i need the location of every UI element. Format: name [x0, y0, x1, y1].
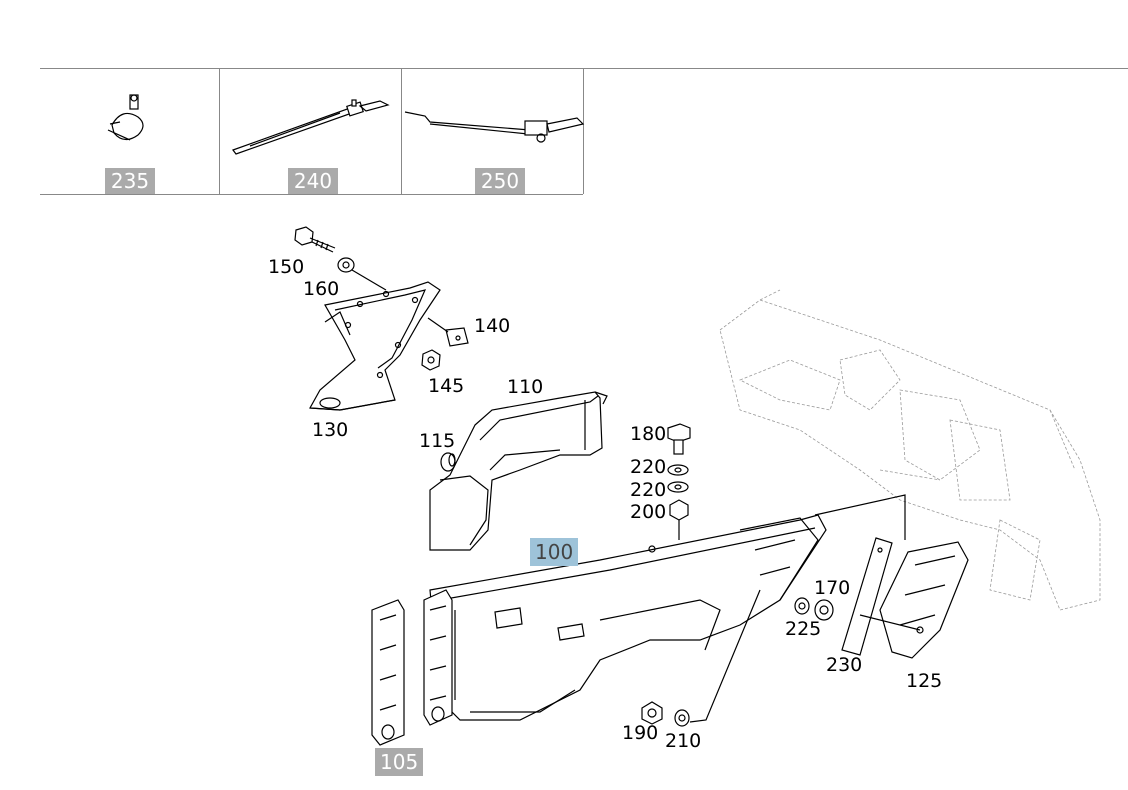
- radiator-support-100: [429, 514, 827, 721]
- thumbnail-235[interactable]: [40, 69, 220, 194]
- clip-nut-140: [427, 317, 469, 347]
- thumbnail-strip-bottom-rule: [40, 194, 583, 195]
- side-bracket-105: [371, 589, 453, 746]
- plug-115: [440, 452, 456, 472]
- callout-140[interactable]: 140: [474, 315, 511, 337]
- hose-clamp-icon: [107, 94, 144, 141]
- washer-160: [337, 257, 387, 291]
- air-duct-110: [429, 391, 608, 551]
- thumbnail-label-235[interactable]: 235: [105, 168, 155, 194]
- callout-100-selected[interactable]: 100: [530, 538, 579, 566]
- callout-110[interactable]: 110: [507, 376, 544, 398]
- thumbnail-label-250[interactable]: 250: [475, 168, 525, 194]
- callout-125[interactable]: 125: [906, 670, 943, 692]
- callout-190[interactable]: 190: [622, 722, 659, 744]
- callout-170[interactable]: 170: [814, 577, 851, 599]
- callout-200[interactable]: 200: [630, 501, 667, 523]
- callout-220-lower[interactable]: 220: [630, 479, 667, 501]
- bolt-stack-180-200: [667, 423, 691, 540]
- thumbnail-label-240[interactable]: 240: [288, 168, 338, 194]
- bolt-150: [294, 226, 336, 253]
- bracket-125: [879, 541, 969, 659]
- callout-180[interactable]: 180: [630, 423, 667, 445]
- thumbnail-strip-top-rule: [40, 68, 1128, 196]
- callout-225[interactable]: 225: [785, 618, 822, 640]
- background-body-panel: [719, 289, 1101, 611]
- callout-220-upper[interactable]: 220: [630, 456, 667, 478]
- nut-145: [421, 349, 441, 371]
- callout-210[interactable]: 210: [665, 730, 702, 752]
- bracket-130: [309, 281, 441, 411]
- callout-145[interactable]: 145: [428, 375, 465, 397]
- nut-190-washer-210: [641, 589, 761, 727]
- thumbnail-250[interactable]: [402, 69, 584, 194]
- callout-105[interactable]: 105: [375, 748, 424, 776]
- callout-150[interactable]: 150: [268, 256, 305, 278]
- cable-tie-icon: [232, 99, 390, 155]
- callout-160[interactable]: 160: [303, 278, 340, 300]
- plate-230: [841, 537, 893, 656]
- bushing-170-225: [794, 597, 834, 621]
- callout-130[interactable]: 130: [312, 419, 349, 441]
- callout-230[interactable]: 230: [826, 654, 863, 676]
- thumbnail-240[interactable]: [220, 69, 402, 194]
- cable-tie-clip-icon: [404, 111, 585, 143]
- callout-115[interactable]: 115: [419, 430, 456, 452]
